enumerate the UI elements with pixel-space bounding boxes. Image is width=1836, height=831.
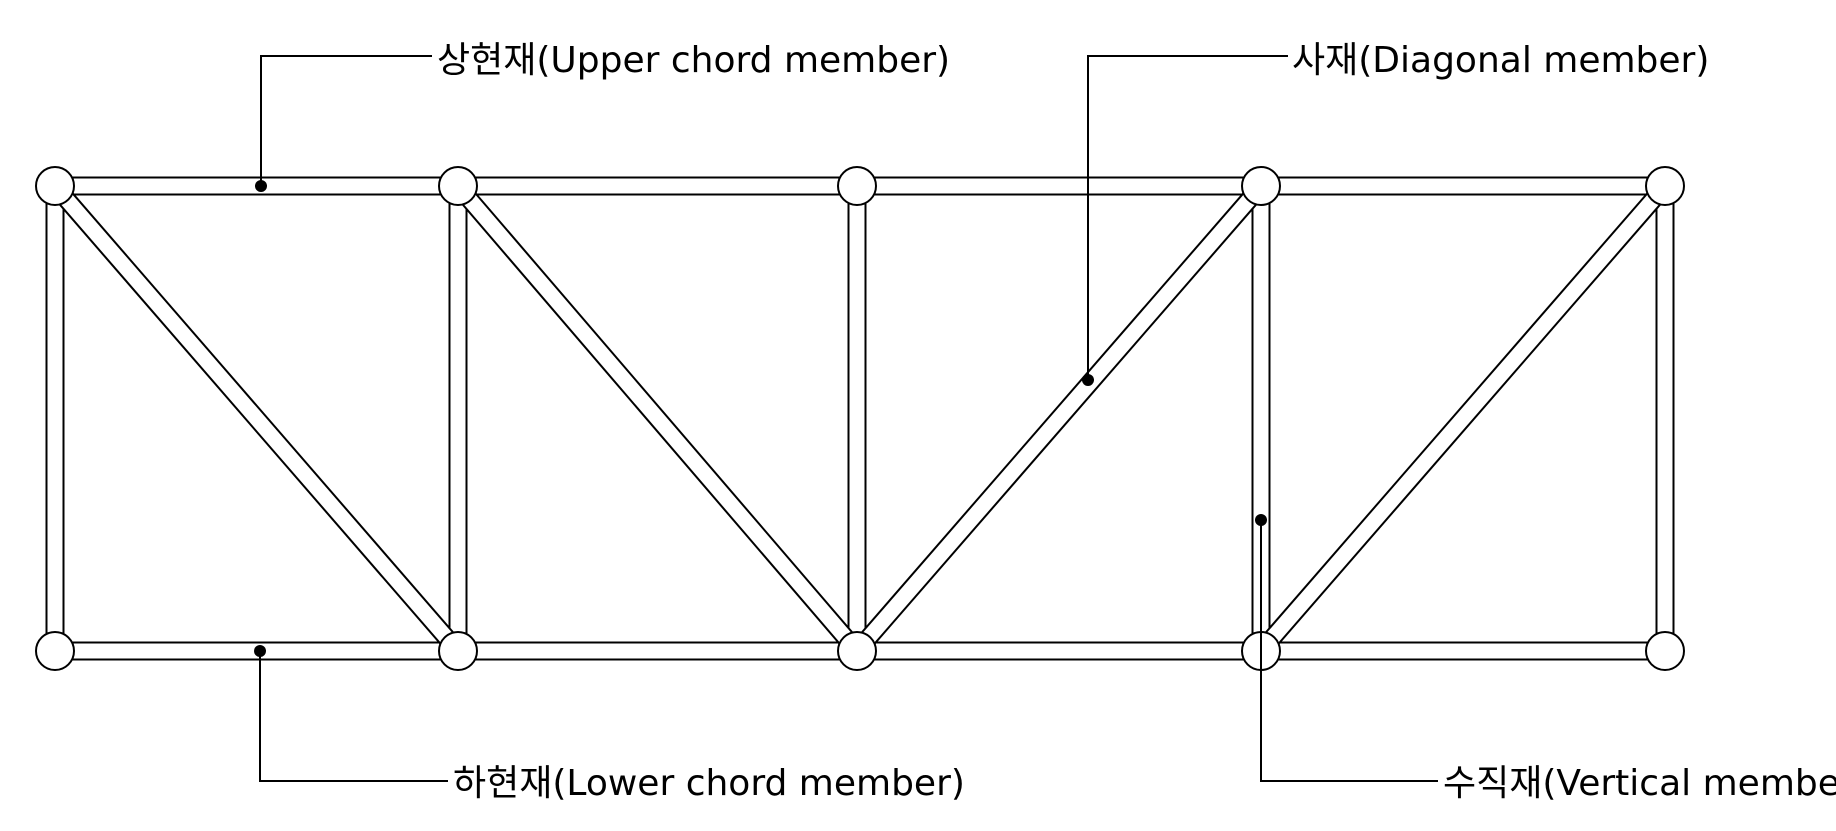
member-fill xyxy=(452,181,863,656)
diagonal-member-1 xyxy=(47,179,466,658)
leader-line xyxy=(1260,520,1438,782)
member-fill xyxy=(49,181,464,656)
leader-line xyxy=(1087,55,1288,380)
truss-members xyxy=(45,176,1675,661)
leader-dot xyxy=(255,180,267,192)
leader-dot xyxy=(1082,374,1094,386)
member-labels: 상현재(Upper chord member) 사재(Diagonal memb… xyxy=(437,40,1836,804)
vertical-label: 수직재(Vertical member) xyxy=(1443,763,1836,804)
upper-joint-node-2 xyxy=(438,166,478,206)
diagonal-member-2 xyxy=(450,179,865,658)
leader-line xyxy=(259,651,448,782)
upper-joint-node-5 xyxy=(1645,166,1685,206)
vertical-leader xyxy=(1255,514,1438,782)
truss-joints xyxy=(35,166,1685,671)
leader-line xyxy=(260,55,432,186)
upper-joint-node-1 xyxy=(35,166,75,206)
upper-chord-leader xyxy=(255,55,432,192)
upper-chord-label: 상현재(Upper chord member) xyxy=(437,40,950,81)
lower-chord-label: 하현재(Lower chord member) xyxy=(453,763,965,804)
leader-dot xyxy=(254,645,266,657)
diagonal-leader xyxy=(1082,55,1288,386)
leader-lines xyxy=(254,55,1438,782)
upper-joint-node-4 xyxy=(1241,166,1281,206)
diagonal-member-4 xyxy=(1253,179,1673,658)
leader-dot xyxy=(1255,514,1267,526)
lower-joint-node-3 xyxy=(837,631,877,671)
diagonal-member-3 xyxy=(849,179,1269,658)
lower-chord-leader xyxy=(254,645,448,782)
lower-joint-node-2 xyxy=(438,631,478,671)
upper-joint-node-3 xyxy=(837,166,877,206)
lower-joint-node-5 xyxy=(1645,631,1685,671)
member-fill xyxy=(851,181,1267,656)
diagonal-label: 사재(Diagonal member) xyxy=(1292,40,1709,81)
lower-joint-node-1 xyxy=(35,631,75,671)
member-fill xyxy=(1255,181,1671,656)
